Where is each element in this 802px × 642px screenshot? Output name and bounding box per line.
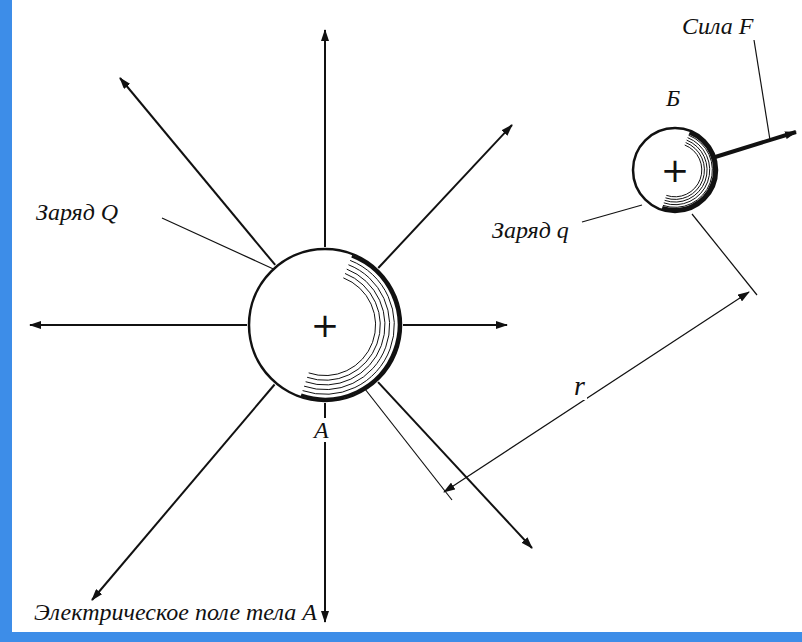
leader-line bbox=[754, 40, 770, 140]
field-illustration bbox=[12, 0, 802, 632]
charge-label: Заряд q bbox=[490, 218, 571, 242]
page-ground: + + Сила F Б Заряд q Заряд Q АrЭлектрическое п… bbox=[12, 0, 802, 632]
charge-sign: + bbox=[631, 126, 719, 214]
dimension-line bbox=[444, 292, 749, 492]
body-label: Б bbox=[664, 86, 682, 110]
field-line bbox=[324, 30, 326, 247]
field-line bbox=[378, 125, 512, 268]
charge-sign: + bbox=[247, 247, 403, 403]
extension-line bbox=[692, 214, 757, 295]
field-line bbox=[120, 78, 275, 265]
body-label: А bbox=[312, 418, 331, 442]
field-lines bbox=[30, 30, 532, 622]
caption: Электрическое поле тела А bbox=[34, 600, 317, 624]
charged-sphere: + bbox=[247, 247, 403, 403]
force-arrow bbox=[712, 132, 796, 158]
leader-line bbox=[162, 218, 280, 272]
charge-label: Заряд Q bbox=[34, 200, 120, 224]
field-line bbox=[403, 324, 507, 326]
charged-sphere: + bbox=[631, 126, 719, 214]
field-line bbox=[378, 382, 532, 548]
distance-label: r bbox=[572, 372, 587, 400]
leader-line bbox=[582, 205, 642, 222]
force-label: Сила F bbox=[680, 14, 755, 38]
field-line bbox=[30, 324, 247, 326]
field-line bbox=[92, 385, 275, 600]
